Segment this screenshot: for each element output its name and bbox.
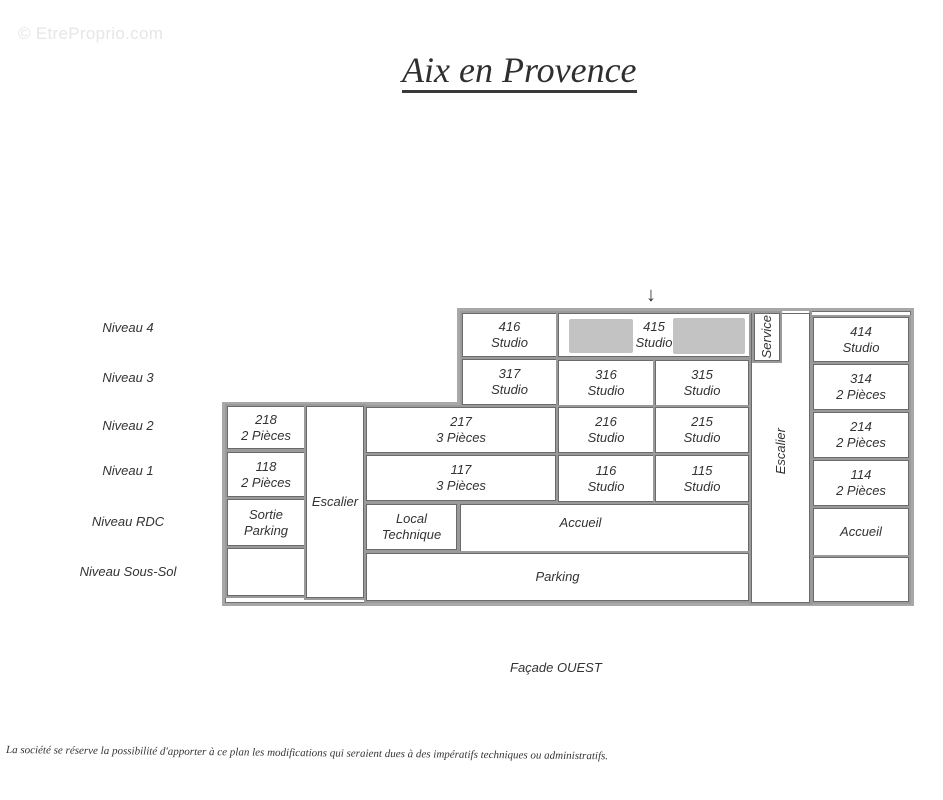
unit-116[interactable]: 116 Studio xyxy=(556,453,656,504)
unit-number: 218 xyxy=(255,411,277,427)
facade-label: Façade OUEST xyxy=(510,660,602,675)
unit-115[interactable]: 115 Studio xyxy=(653,453,751,504)
unit-number: 416 xyxy=(498,319,521,334)
unit-217[interactable]: 217 3 Pièces xyxy=(364,405,558,455)
unit-type: 2 Pièces xyxy=(836,435,886,450)
unit-type: Studio xyxy=(842,339,880,355)
unit-number: 118 xyxy=(255,458,277,474)
unit-number: 317 xyxy=(498,366,521,381)
disclaimer-text: La société se réserve la possibilité d'a… xyxy=(5,744,609,763)
local-technique[interactable]: Local Technique xyxy=(364,502,459,552)
level-label-4: Niveau 4 xyxy=(102,320,154,335)
unit-number: 214 xyxy=(850,419,872,434)
accueil-label: Accueil xyxy=(840,524,882,539)
unit-type: Studio xyxy=(491,382,528,397)
unit-216[interactable]: 216 Studio xyxy=(556,405,656,455)
sous-sol-right[interactable] xyxy=(811,555,911,604)
service-room-overlay: Service xyxy=(752,311,782,363)
level-label-2: Niveau 2 xyxy=(102,418,154,433)
service-label: Service xyxy=(759,315,774,359)
sortie-parking[interactable]: Sortie Parking xyxy=(225,497,307,548)
unit-117[interactable]: 117 3 Pièces xyxy=(364,453,558,503)
unit-number: 314 xyxy=(850,371,872,386)
unit-315[interactable]: 315 Studio xyxy=(653,358,751,408)
unit-type: 2 Pièces xyxy=(836,387,886,402)
parking-label: Parking xyxy=(535,569,580,584)
unit-number: 315 xyxy=(691,367,713,382)
redaction-right xyxy=(673,318,745,354)
redaction-left xyxy=(569,319,633,353)
unit-214[interactable]: 214 2 Pièces xyxy=(811,410,911,460)
unit-type: Studio xyxy=(683,430,721,445)
unit-type: 3 Pièces xyxy=(436,430,486,445)
unit-number: 116 xyxy=(595,462,617,478)
escalier-right-label: Escalier xyxy=(772,428,788,475)
local-line1: Local xyxy=(395,511,428,526)
unit-type: Studio xyxy=(587,430,625,445)
accueil-right[interactable]: Accueil xyxy=(811,506,911,558)
unit-218[interactable]: 218 2 Pièces xyxy=(225,404,307,451)
unit-type: Studio xyxy=(683,478,721,494)
unit-type: 2 Pièces xyxy=(241,427,291,443)
unit-314[interactable]: 314 2 Pièces xyxy=(811,362,911,412)
unit-number: 217 xyxy=(450,414,472,429)
unit-414[interactable]: 414 Studio xyxy=(811,315,911,364)
unit-type: 2 Pièces xyxy=(241,474,291,490)
unit-number: 415 xyxy=(643,319,665,334)
sortie-line2: Parking xyxy=(243,522,289,538)
unit-type: Studio xyxy=(683,383,721,398)
arrow-down-icon: ↓ xyxy=(646,284,656,306)
level-label-1: Niveau 1 xyxy=(102,463,154,478)
parking[interactable]: Parking xyxy=(364,551,751,603)
watermark: © EtreProprio.com xyxy=(18,24,164,43)
unit-type: Studio xyxy=(635,335,673,350)
level-label-rdc: Niveau RDC xyxy=(91,514,165,529)
unit-type: 3 Pièces xyxy=(436,478,486,493)
unit-415[interactable]: 415 Studio xyxy=(556,311,752,359)
unit-number: 216 xyxy=(595,414,617,429)
escalier-left[interactable]: Escalier xyxy=(304,404,366,600)
sortie-line1: Sortie xyxy=(249,506,283,522)
local-line2: Technique xyxy=(381,527,442,542)
unit-type: Studio xyxy=(587,383,625,398)
accueil-main[interactable]: Accueil xyxy=(458,502,751,554)
level-label-sous-sol: Niveau Sous-Sol xyxy=(79,564,177,579)
unit-118[interactable]: 118 2 Pièces xyxy=(225,450,307,499)
unit-type: Studio xyxy=(491,335,528,350)
unit-type: Studio xyxy=(587,478,625,494)
unit-114[interactable]: 114 2 Pièces xyxy=(811,458,911,508)
unit-316[interactable]: 316 Studio xyxy=(556,358,656,408)
unit-416[interactable]: 416 Studio xyxy=(460,311,559,359)
unit-215[interactable]: 215 Studio xyxy=(653,405,751,455)
unit-type: 2 Pièces xyxy=(836,483,886,498)
unit-number: 117 xyxy=(450,462,472,477)
sous-sol-left[interactable] xyxy=(225,546,307,598)
page-title: Aix en Provence xyxy=(402,50,637,93)
unit-number: 115 xyxy=(691,462,713,478)
unit-number: 114 xyxy=(850,467,872,482)
unit-number: 414 xyxy=(850,323,872,339)
unit-number: 316 xyxy=(595,367,617,382)
unit-317[interactable]: 317 Studio xyxy=(460,357,559,407)
escalier-left-label: Escalier xyxy=(311,494,359,509)
unit-number: 215 xyxy=(691,414,713,429)
accueil-label: Accueil xyxy=(559,515,602,530)
level-label-3: Niveau 3 xyxy=(102,370,154,385)
